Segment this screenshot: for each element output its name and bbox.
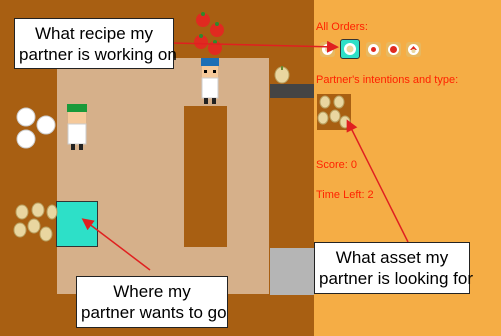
- order-tomato-soup-icon: [386, 42, 401, 57]
- asset-callout: What asset my partner is looking for: [314, 242, 474, 294]
- intentions-label: Partner's intentions and type:: [316, 74, 459, 86]
- asset-arrow: [346, 119, 409, 243]
- recipe-callout: What recipe my partner is working on: [14, 18, 177, 69]
- destination-callout-line2: partner wants to go: [81, 303, 227, 322]
- onion-icon: [274, 66, 290, 84]
- counter: [184, 106, 227, 247]
- destination-arrow: [81, 218, 151, 271]
- score-label: Score: 0: [316, 159, 357, 171]
- onion-pile-icon: [13, 202, 58, 242]
- order-tomato-soup-icon: [366, 42, 381, 57]
- tomato-pile-icon: [194, 12, 224, 55]
- intention-onion-pile-icon: [317, 94, 351, 130]
- serving-counter: [270, 248, 314, 295]
- asset-callout-line1: What asset my: [335, 248, 449, 267]
- time-left-label: Time Left: 2: [316, 189, 374, 201]
- destination-callout: Where my partner wants to go: [76, 276, 228, 328]
- stove: [270, 84, 314, 98]
- dish-stack-icon: [16, 107, 56, 149]
- player-chef: [67, 104, 87, 150]
- partner-chef: [201, 58, 219, 104]
- recipe-callout-line1: What recipe my: [34, 23, 154, 43]
- order-onion-soup-selected-icon: [340, 39, 360, 59]
- recipe-arrow: [172, 40, 339, 53]
- asset-callout-line2: partner is looking for: [319, 269, 474, 288]
- destination-callout-line1: Where my: [113, 282, 191, 301]
- order-mixed-soup-icon: [406, 42, 421, 57]
- recipe-callout-line2: partner is working on: [19, 44, 177, 64]
- orders-label: All Orders:: [316, 21, 368, 33]
